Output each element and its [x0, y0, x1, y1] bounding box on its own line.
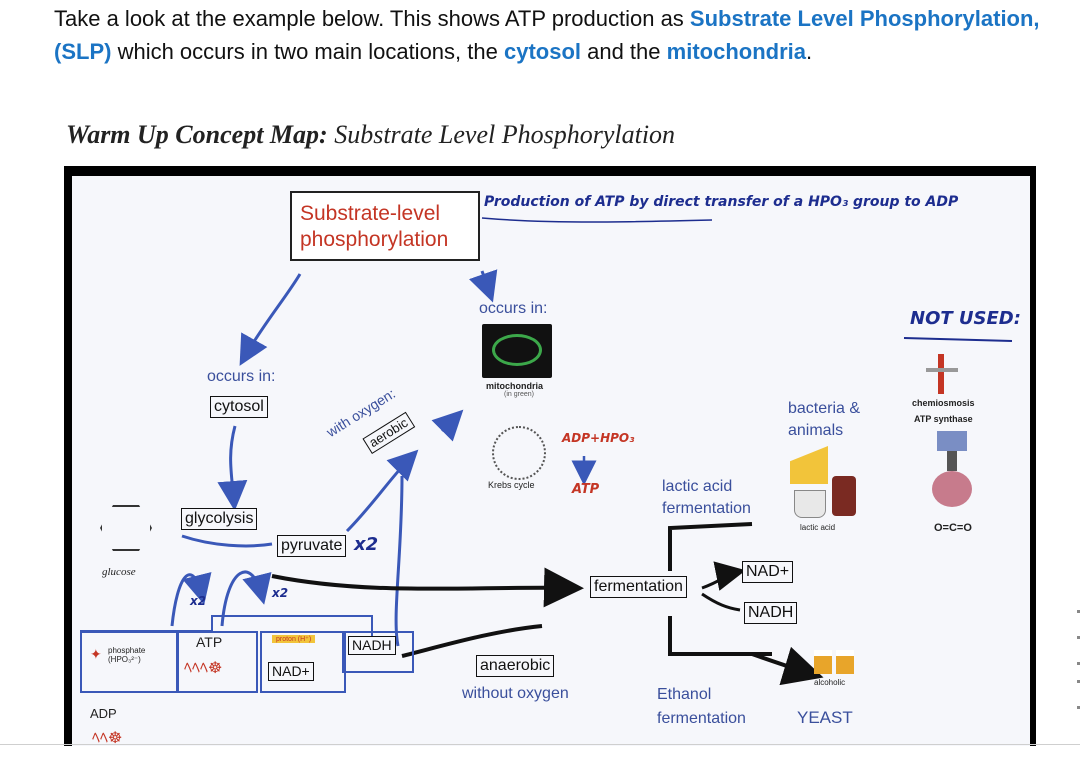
glucose-structure [80, 491, 170, 563]
beer-mugs-icon [812, 646, 858, 676]
slp-box-label: Substrate-level phosphorylation [300, 202, 449, 251]
mitochondria-label: mitochondria [486, 381, 544, 391]
x2-left: x2 [190, 594, 207, 608]
intro-paragraph: Take a look at the example below. This s… [54, 2, 1054, 68]
x2-right: x2 [272, 586, 289, 600]
caption-bold: Warm Up Concept Map: [66, 120, 328, 149]
anaerobic-box: anaerobic [476, 655, 555, 677]
fermentation-box: fermentation [590, 576, 687, 598]
intro-text-2: which occurs in two main locations, the [111, 39, 504, 64]
slp-term: Substrate Level Phosphorylation, (SLP) [54, 6, 1040, 64]
bottom-divider [0, 744, 1080, 745]
margin-mark [1077, 706, 1080, 709]
concept-map-image: Substrate-level phosphorylation Producti… [64, 166, 1036, 746]
pyruvate-box: pyruvate [277, 535, 347, 557]
atp-synthase-icon [927, 431, 977, 511]
atp-box [176, 631, 258, 693]
chemiosmosis-label: chemiosmosis [912, 398, 975, 408]
adp-label: ADP [90, 706, 117, 721]
atp-synthase-label: ATP synthase [914, 414, 973, 424]
slp-box: Substrate-level phosphorylation [290, 191, 480, 261]
nad-plus-bottom-box: NAD+ [268, 662, 314, 681]
mitochondria-term: mitochondria [666, 39, 806, 64]
atp-bottom-label: ATP [196, 634, 223, 650]
intro-text-1: Take a look at the example below. This s… [54, 6, 690, 31]
lactic-fermentation-label: lactic acid fermentation [662, 478, 751, 517]
cytosol-box: cytosol [210, 396, 268, 418]
phosphate-label: phosphate (HPO₃²⁻) [108, 646, 146, 664]
figure-caption: Warm Up Concept Map: Substrate Level Pho… [66, 120, 675, 150]
mitochondria-sub: (in green) [504, 391, 534, 398]
phosphate-icon: ✦ [90, 646, 102, 662]
mitochondria-image [482, 324, 552, 378]
yeast-label: YEAST [797, 708, 853, 727]
ethanol-fermentation-label: Ethanol fermentation [657, 686, 746, 727]
krebs-cycle-label: Krebs cycle [488, 480, 535, 490]
without-oxygen-label: without oxygen [462, 685, 569, 702]
concept-map-panel: Substrate-level phosphorylation Producti… [72, 176, 1030, 746]
co2-label: O=C=O [934, 522, 972, 534]
atp-molecule-icon: ﾍﾍﾍ☸ [184, 660, 223, 677]
glycolysis-box: glycolysis [181, 508, 258, 530]
yogurt-icon [794, 490, 826, 518]
krebs-cycle-icon [492, 426, 546, 480]
margin-mark [1077, 680, 1080, 683]
margin-mark [1077, 610, 1080, 613]
intro-text-3: and the [581, 39, 667, 64]
glucose-label: glucose [102, 566, 136, 578]
alcoholic-label: alcoholic [814, 678, 846, 687]
proton-box [260, 631, 346, 693]
margin-mark [1077, 662, 1080, 665]
adp-hpo-label: ADP+HPO₃ [562, 431, 635, 445]
concept-map-arrows [80, 217, 1013, 686]
cytosol-term: cytosol [503, 39, 581, 64]
proton-label: proton (H⁺) [272, 635, 316, 643]
bacteria-animals-label: bacteria & animals [788, 400, 861, 439]
lactic-acid-label: lactic acid [800, 523, 836, 532]
nadh-left-box: NADH [348, 636, 396, 655]
nad-plus-top-box: NAD+ [742, 561, 794, 583]
chemiosmosis-icon [924, 354, 960, 394]
slp-definition: Production of ATP by direct transfer of … [484, 194, 959, 210]
caption-rest: Substrate Level Phosphorylation [327, 120, 676, 149]
nadh-left-frame [342, 631, 414, 673]
adp-molecule-icon: ﾍﾍ☸ [92, 730, 123, 746]
pyruvate-x2: x2 [354, 534, 379, 555]
nadh-right-box: NADH [744, 602, 798, 624]
jar-icon [832, 476, 856, 516]
occurs-in-left: occurs in: [207, 368, 276, 385]
atp-mid-label: ATP [572, 482, 600, 497]
not-used-heading: NOT USED: [910, 308, 1021, 329]
phosphate-box [80, 631, 179, 693]
intro-text-4: . [805, 39, 813, 64]
occurs-in-right: occurs in: [479, 300, 548, 317]
margin-mark [1077, 636, 1080, 639]
